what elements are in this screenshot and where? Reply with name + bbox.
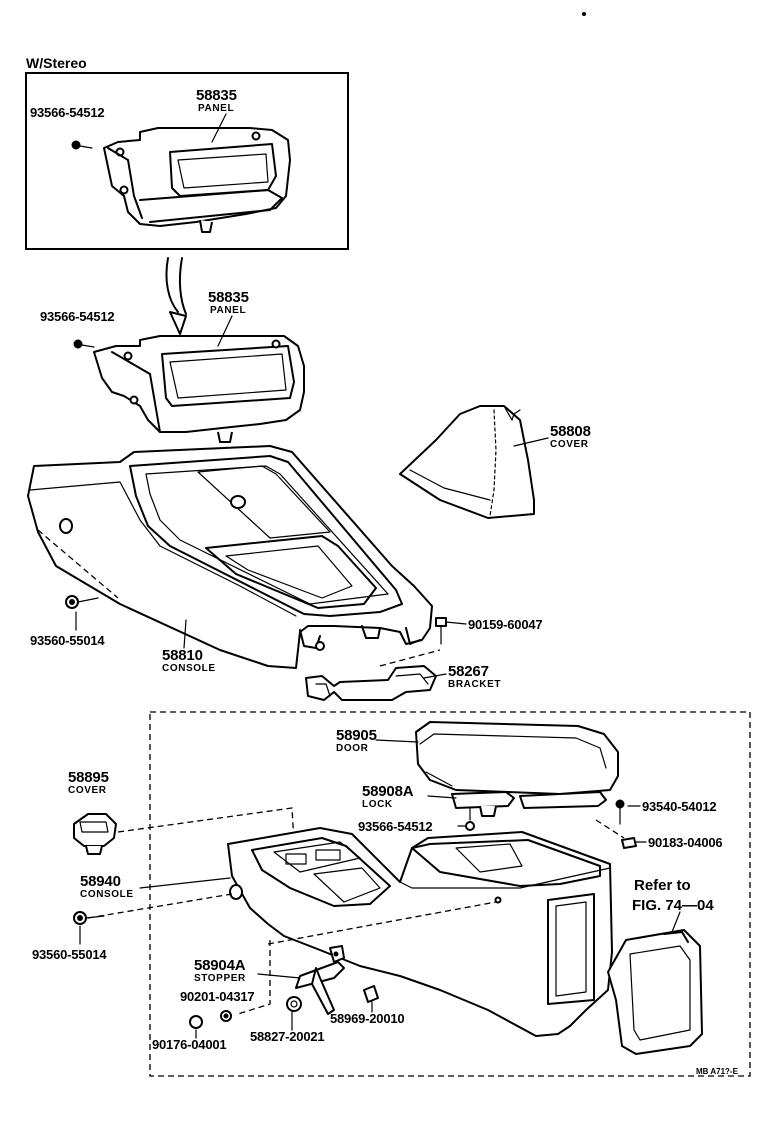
leader-panel [217,315,233,347]
leader-bracket [423,673,447,679]
stereo-inset-frame [25,72,349,250]
lock-drawing [451,791,607,817]
console-part-no: 58810 [162,647,203,664]
lock-name: LOCK [362,799,393,810]
panel-name: PANEL [210,305,247,316]
shift-cover-part-no: 58808 [550,423,591,440]
lock-screw-drawing [465,807,475,831]
side-panel-drawing [607,929,703,1055]
stereo-screw-drawing [71,140,93,150]
console-screw-guide [37,529,119,599]
nut-guide [237,940,271,1015]
console-drawing [27,445,433,669]
stopper-nut-drawing [220,1010,232,1022]
inset-arrow [165,257,187,335]
leader-rear-console [139,877,231,889]
cushion-small-part-no: 58827-20021 [250,1029,325,1044]
grommet-part-no: 90176-04001 [152,1037,227,1052]
console-screw-part-no: 93560-55014 [30,633,105,648]
leader-shift-cover [513,437,549,447]
plug-cover-part-no: 58895 [68,769,109,786]
grommet-drawing [189,1015,203,1029]
stopper-part-no: 58904A [194,957,246,974]
bracket-bolt-part-no: 90159-60047 [468,617,543,632]
panel-drawing [93,335,305,443]
stereo-panel-part-no: 58835 [196,87,237,104]
door-clip-drawing [621,837,647,849]
leader-lock [427,795,457,799]
door-screw-part-no: 93540-54012 [642,799,717,814]
door-name: DOOR [336,743,369,754]
panel-screw-part-no: 93566-54512 [40,309,115,324]
stereo-screw-part-no: 93566-54512 [30,105,105,120]
bracket-part-no: 58267 [448,663,489,680]
bracket-bolt-drawing [435,617,467,645]
bracket-drawing [305,665,437,701]
armrest-door-drawing [415,721,619,795]
door-clip-guide [595,819,625,839]
leader-console [183,619,187,649]
door-screw-drawing [615,799,625,825]
cushion-part-no: 58969-20010 [330,1011,405,1026]
leader-stopper [257,973,301,979]
panel-screw-drawing [73,339,95,349]
rear-console-part-no: 58940 [80,873,121,890]
shift-cover-name: COVER [550,439,589,450]
panel-part-no: 58835 [208,289,249,306]
stopper-drawing [295,945,345,1015]
figure-code: MB A71?-E [696,1067,738,1076]
plug-cover-guide [117,807,295,843]
stopper-name: STOPPER [194,973,246,984]
stereo-panel-drawing [103,127,291,233]
cushion-drawing [363,985,379,1013]
lock-screw-part-no: 93566-54512 [358,819,433,834]
variant-heading: W/Stereo [26,55,87,71]
stopper-nut-part-no: 90201-04317 [180,989,255,1004]
cushion-small-drawing [286,996,302,1012]
reference-line-1: Refer to [634,877,691,894]
door-part-no: 58905 [336,727,377,744]
reference-line-2: FIG. 74—04 [632,897,714,914]
stereo-panel-name: PANEL [198,103,235,114]
rear-console-name: CONSOLE [80,889,134,900]
console-screw-drawing [65,595,99,609]
plug-cover-name: COVER [68,785,107,796]
stray-mark [582,12,586,16]
leader-door [375,739,419,743]
rear-screw-guide [87,893,233,919]
shift-cover-drawing [399,405,535,519]
leader-stereo-panel [211,113,227,143]
plug-cover-drawing [73,813,117,855]
rear-screw-part-no: 93560-55014 [32,947,107,962]
bracket-name: BRACKET [448,679,502,690]
rear-screw-drawing [73,911,105,925]
door-clip-part-no: 90183-04006 [648,835,723,850]
bracket-guide [379,649,441,667]
rear-hole-guide [267,901,497,945]
console-name: CONSOLE [162,663,216,674]
leader-reference [671,911,681,933]
rear-group-frame [149,711,751,1077]
rear-console-drawing [227,827,613,1037]
lock-part-no: 58908A [362,783,414,800]
